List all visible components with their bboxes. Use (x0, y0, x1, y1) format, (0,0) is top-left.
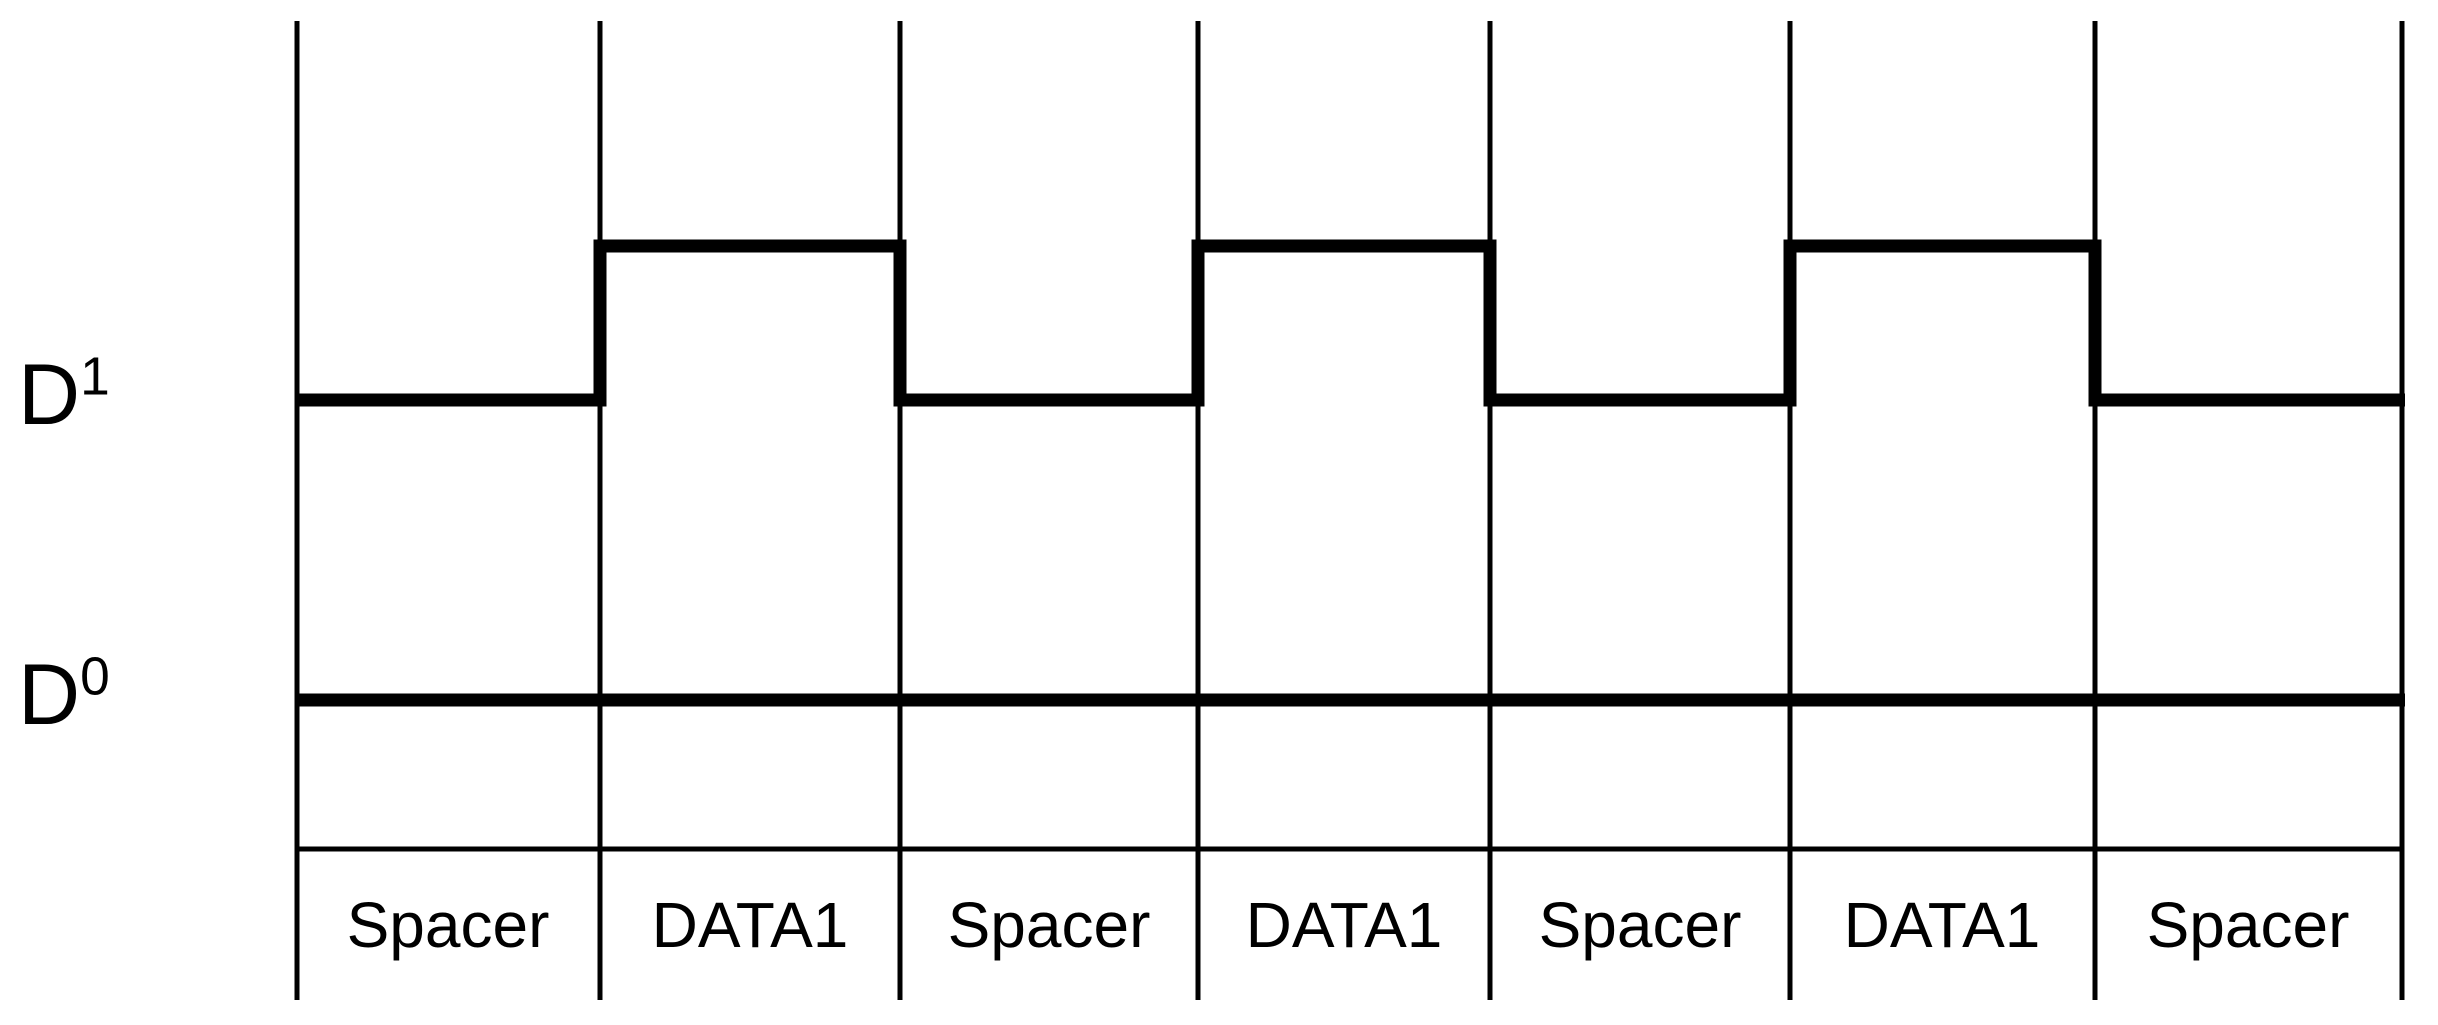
grid-lines-group (294, 21, 2405, 1000)
column-label-5: DATA1 (1843, 889, 2041, 961)
waveform-d1 (297, 239, 2405, 407)
signal-label-superscript: 1 (80, 347, 110, 407)
column-label-4: Spacer (1538, 889, 1742, 961)
column-label-1: DATA1 (651, 889, 849, 961)
signal-label-d1: D1 (18, 350, 110, 438)
signal-label-base: D (18, 647, 81, 743)
signal-label-d0: D0 (18, 650, 110, 738)
signal-label-superscript: 0 (80, 647, 110, 707)
signal-label-base: D (18, 347, 81, 443)
column-label-6: Spacer (2146, 889, 2350, 961)
column-label-0: Spacer (346, 889, 550, 961)
column-label-3: DATA1 (1245, 889, 1443, 961)
column-label-2: Spacer (947, 889, 1151, 961)
waveform-group (297, 239, 2405, 707)
